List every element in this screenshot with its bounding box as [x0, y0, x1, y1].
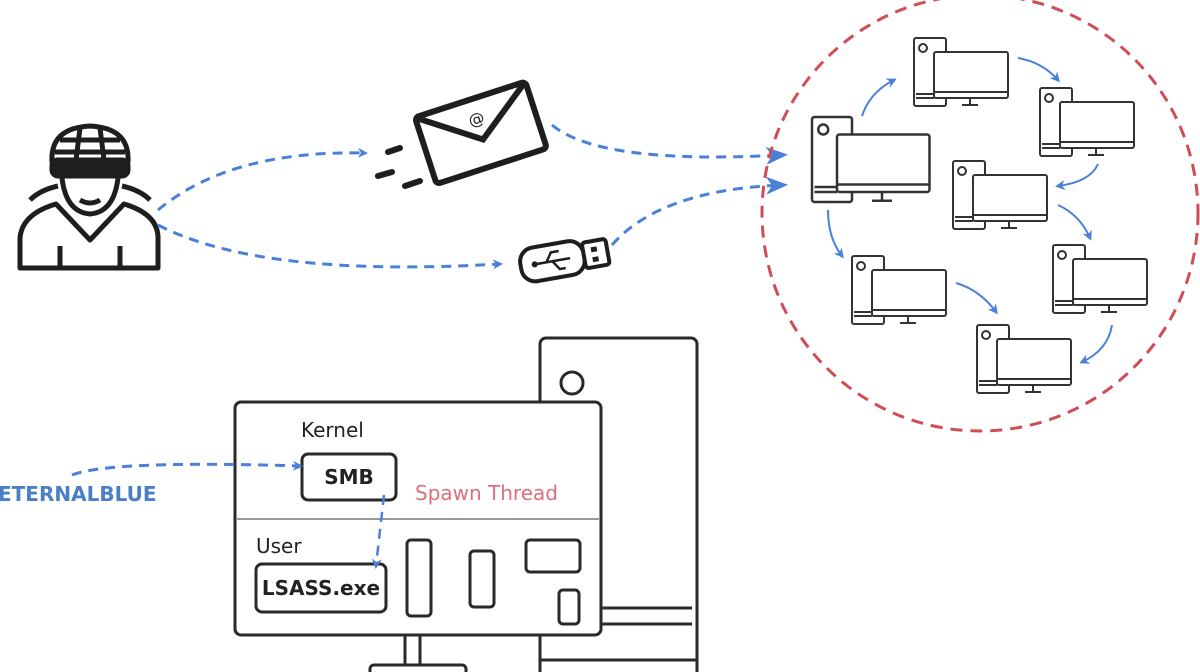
usb-drive-icon — [518, 237, 612, 284]
arrow-to-usb — [157, 223, 503, 270]
email-envelope-icon: @ — [412, 79, 549, 187]
network-computers — [810, 37, 1148, 394]
computer-icon — [976, 324, 1072, 394]
arrow-smb-to-lsass — [371, 494, 386, 569]
computer-icon — [851, 255, 947, 325]
spread-arrows — [827, 57, 1113, 364]
kernel-label: Kernel — [301, 418, 364, 442]
email-speed-lines — [375, 145, 423, 189]
arrow-usb-to-network — [610, 176, 788, 246]
eternalblue-label: ETERNALBLUE — [0, 482, 157, 506]
arrow-email-to-network — [551, 123, 788, 165]
computer-icon — [1039, 87, 1135, 157]
computer-icon — [810, 115, 931, 204]
user-label: User — [256, 534, 302, 558]
computer-icon — [952, 160, 1048, 230]
lsass-box-label: LSASS.exe — [261, 576, 381, 600]
hacker-icon — [17, 123, 161, 271]
target-computer — [233, 336, 699, 672]
svg-text:@: @ — [466, 108, 487, 131]
computer-icon — [913, 37, 1009, 107]
network-circle — [760, 0, 1200, 433]
arrow-eternalblue-to-smb — [71, 460, 303, 477]
spawn-thread-label: Spawn Thread — [415, 481, 558, 505]
computer-icon — [1052, 244, 1148, 314]
arrow-to-email — [157, 147, 368, 212]
smb-box-label: SMB — [324, 465, 374, 489]
